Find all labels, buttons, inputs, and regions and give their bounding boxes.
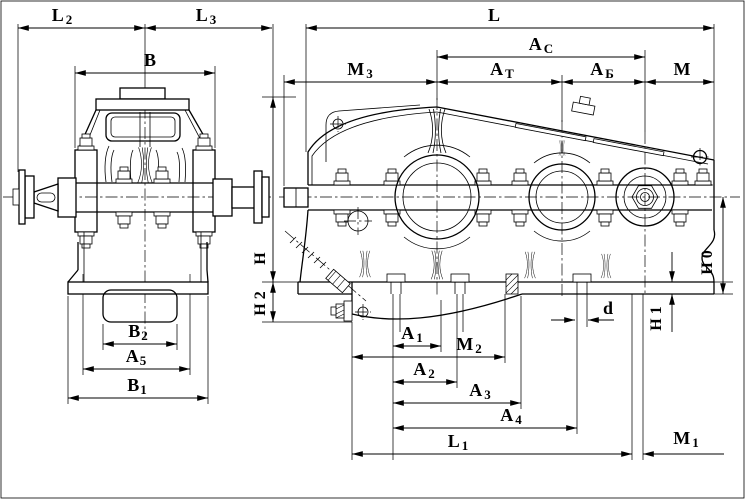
dim-H2: H2 <box>252 282 276 322</box>
extension-lines <box>17 24 733 460</box>
foundation-bolt-slot-2 <box>450 273 470 294</box>
bearing-boss-right <box>192 149 216 233</box>
split-flange-bolts <box>331 168 714 227</box>
output-shaft-end-view <box>212 170 270 224</box>
foundation-bolt-slot-1 <box>386 273 406 294</box>
dim-label-H1: H1 <box>648 305 665 330</box>
flange-bolt-left-bottom <box>113 211 135 229</box>
dim-B: B <box>75 50 215 76</box>
centerlines <box>3 86 740 338</box>
oil-level-indicator <box>284 230 367 302</box>
dim-A5: A5 <box>83 346 190 372</box>
housing-right-wall-lower <box>701 229 716 283</box>
inspection-cover-handle <box>119 87 166 100</box>
breather-plug <box>571 95 596 116</box>
boss-bolt-left-bottom <box>75 231 97 249</box>
middle-shaft-bearing <box>528 152 596 242</box>
housing-top-slant-cover <box>436 106 715 161</box>
dim-label-B: B <box>144 50 156 70</box>
input-shaft-end-view <box>12 169 77 225</box>
dim-d: d <box>551 298 614 323</box>
dim-label-L: L <box>488 5 500 25</box>
inspection-window <box>105 112 181 142</box>
boss-bolt-right-bottom <box>193 231 215 249</box>
boss-bolt-right-top <box>193 133 215 151</box>
flange-bolt-left-top <box>113 166 135 184</box>
shaft-end-hex-nut <box>631 185 659 209</box>
dim-B2: B2 <box>103 321 177 347</box>
dim-H: H <box>252 97 276 282</box>
dim-label-B1: B1 <box>127 375 147 397</box>
housing-top-left-inner <box>311 111 438 185</box>
dim-label-M: М <box>674 59 691 79</box>
dim-H1: H1 <box>648 252 675 332</box>
boss-bolt-left-top <box>75 133 97 151</box>
oil-drain-plug <box>330 300 353 322</box>
bearing-boss-left <box>74 149 98 233</box>
dim-label-B2: B2 <box>128 321 148 343</box>
dim-label-H2: H2 <box>252 290 269 315</box>
foundation-plate <box>67 281 209 295</box>
cover-strip-2 <box>592 138 665 157</box>
foundation-bolt-slot-3-sectioned <box>505 273 519 295</box>
dim-B1: B1 <box>68 375 208 401</box>
inspection-cover-plate <box>95 98 190 111</box>
oil-sump-end-view <box>102 289 178 323</box>
left-view-base <box>67 232 209 323</box>
foundation-flange <box>297 273 715 295</box>
upper-left-plate <box>325 104 421 162</box>
main-front-view <box>283 95 716 322</box>
output-shaft-end <box>615 167 675 227</box>
dim-label-H: H <box>252 251 269 264</box>
fast-shaft-bearing <box>394 144 480 250</box>
cover-strip-1 <box>514 123 587 142</box>
housing-top-left-curve <box>307 106 438 185</box>
housing-left-wall-lower <box>299 209 309 283</box>
foundation-bolt-slot-4 <box>572 273 592 294</box>
dim-label-A5: A5 <box>126 346 147 368</box>
dim-label-d: d <box>603 298 613 318</box>
dim-M: М <box>645 59 714 85</box>
flange-bolt-right-bottom <box>151 211 173 229</box>
inspection-window-inner <box>110 116 176 138</box>
flange-bolt-right-top <box>151 166 173 184</box>
left-end-view <box>12 87 270 323</box>
dim-L: L <box>306 5 714 31</box>
dim-label-H0: H0 <box>699 249 716 274</box>
dim-H0: H0 <box>699 197 726 294</box>
housing-side-hole <box>344 207 372 235</box>
